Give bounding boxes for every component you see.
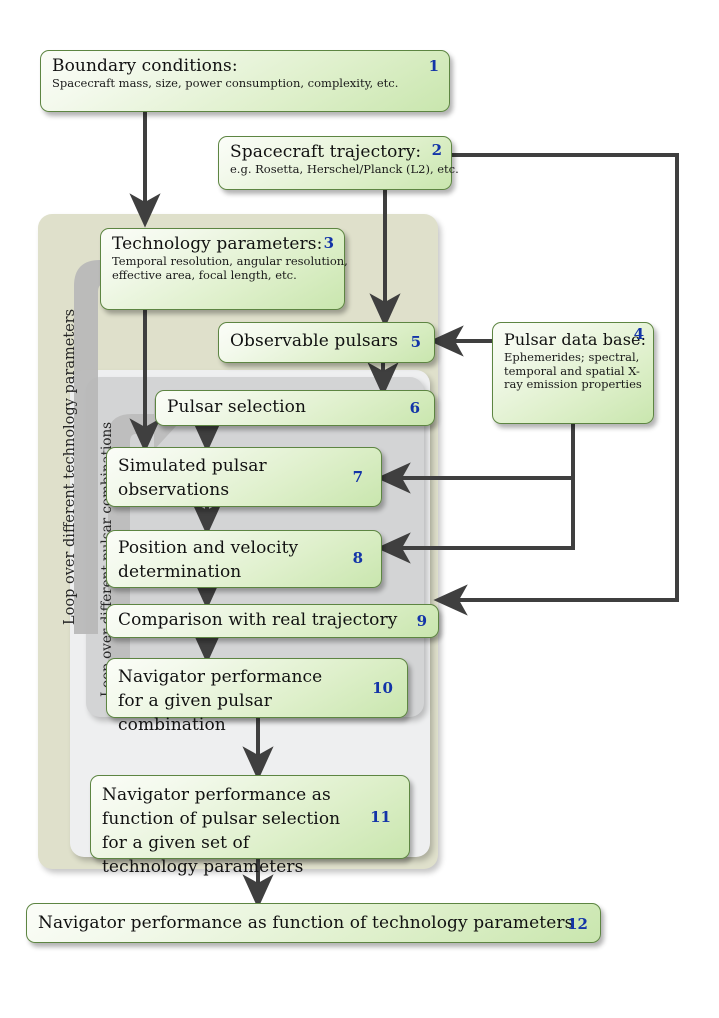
node-title: Boundary conditions: bbox=[52, 56, 238, 76]
edge-2-to-9 bbox=[433, 153, 679, 616]
node-title: Navigator performance as function of pul… bbox=[102, 785, 341, 877]
node-number: 10 bbox=[372, 679, 393, 697]
node-title: Simulated pulsar observations bbox=[118, 456, 267, 500]
node-number: 8 bbox=[352, 549, 363, 567]
node-subtitle: e.g. Rosetta, Herschel/Planck (L2), etc. bbox=[230, 162, 459, 176]
node-position-and-velocity-determination[interactable]: Position and velocity determination 8 bbox=[106, 530, 382, 588]
node-title: Spacecraft trajectory: bbox=[230, 142, 422, 162]
node-spacecraft-trajectory[interactable]: Spacecraft trajectory: e.g. Rosetta, Her… bbox=[218, 136, 459, 190]
node-subtitle: Temporal resolution, angular resolution,… bbox=[112, 254, 348, 282]
outer-loop-arrow-icon bbox=[74, 242, 151, 634]
node-navigator-performance-technology-parameters[interactable]: Navigator performance as function of tec… bbox=[26, 903, 601, 943]
node-comparison-with-real-trajectory[interactable]: Comparison with real trajectory 9 bbox=[106, 604, 439, 638]
node-title: Comparison with real trajectory bbox=[118, 610, 398, 630]
node-number: 6 bbox=[409, 399, 420, 417]
node-boundary-conditions[interactable]: Boundary conditions: Spacecraft mass, si… bbox=[40, 50, 450, 112]
node-pulsar-selection[interactable]: Pulsar selection 6 bbox=[155, 390, 435, 426]
node-subtitle: Ephemerides; spectral, temporal and spat… bbox=[504, 350, 642, 391]
node-simulated-pulsar-observations[interactable]: Simulated pulsar observations 7 bbox=[106, 447, 382, 507]
node-number: 3 bbox=[323, 234, 334, 252]
node-observable-pulsars[interactable]: Observable pulsars 5 bbox=[218, 322, 435, 363]
node-title: Position and velocity determination bbox=[118, 538, 299, 582]
node-technology-parameters[interactable]: Technology parameters: Temporal resoluti… bbox=[100, 228, 348, 310]
node-navigator-performance-given-combination[interactable]: Navigator performance for a given pulsar… bbox=[106, 658, 408, 735]
node-number: 11 bbox=[370, 808, 391, 826]
node-number: 1 bbox=[428, 57, 439, 75]
edge-4-to-8 bbox=[376, 478, 575, 564]
node-number: 4 bbox=[633, 325, 644, 343]
node-pulsar-data-base[interactable]: Pulsar data base: Ephemerides; spectral,… bbox=[492, 322, 654, 424]
node-number: 12 bbox=[567, 915, 588, 933]
node-number: 7 bbox=[352, 468, 363, 486]
node-title: Navigator performance for a given pulsar… bbox=[118, 667, 323, 735]
node-title: Pulsar selection bbox=[167, 397, 307, 417]
node-number: 5 bbox=[410, 333, 421, 351]
node-number: 2 bbox=[431, 141, 442, 159]
node-title: Navigator performance as function of tec… bbox=[38, 913, 574, 933]
node-title: Technology parameters: bbox=[112, 234, 323, 254]
node-subtitle: Spacecraft mass, size, power consumption… bbox=[52, 76, 399, 90]
node-title: Pulsar data base: bbox=[504, 330, 647, 349]
edge-4-to-7 bbox=[376, 424, 575, 494]
node-navigator-performance-pulsar-selection[interactable]: Navigator performance as function of pul… bbox=[90, 775, 410, 877]
node-title: Observable pulsars bbox=[230, 331, 399, 351]
node-number: 9 bbox=[416, 612, 427, 630]
